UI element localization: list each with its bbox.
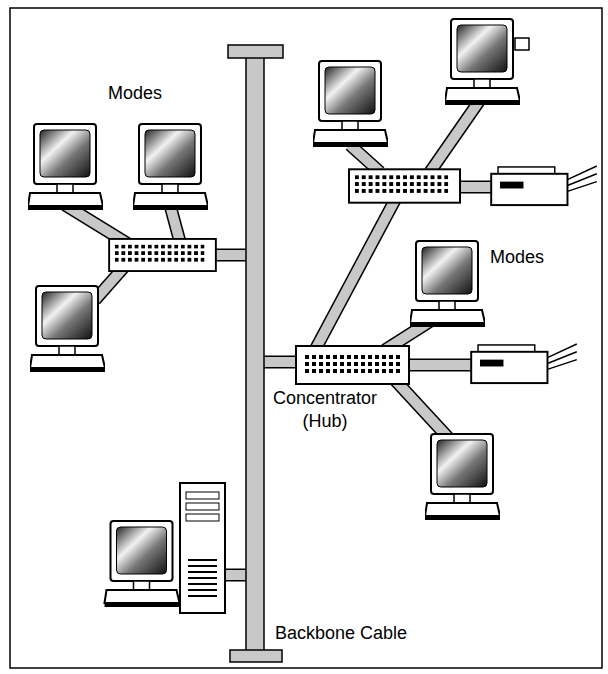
- hub-symbol: [349, 169, 460, 202]
- hub-label: Concentrator (Hub): [265, 387, 385, 434]
- printer-symbol: [471, 344, 577, 383]
- computer-symbol: [133, 124, 208, 210]
- hub-box: Concentrator (Hub): [295, 345, 410, 385]
- computer-symbol: [313, 61, 388, 147]
- hub-symbol: [109, 239, 216, 271]
- backbone-cap: [230, 650, 282, 662]
- group-label: Modes: [108, 82, 162, 105]
- computer-symbol: [28, 124, 103, 210]
- computer-symbol: [410, 241, 485, 327]
- computer-symbol: [445, 19, 520, 105]
- computer-symbol: [105, 521, 180, 607]
- computer-symbol: [30, 286, 105, 372]
- cable-label: Backbone Cable: [275, 622, 407, 645]
- frame: [10, 8, 602, 668]
- group-label: Modes: [490, 246, 544, 269]
- connector-stub: [515, 38, 529, 50]
- backbone-cap: [228, 45, 283, 58]
- printer-symbol: [491, 166, 597, 205]
- server-tower: [180, 483, 225, 613]
- hub-ports: [297, 347, 408, 383]
- computer-symbol: [425, 434, 500, 520]
- backbone-cable: [246, 55, 264, 653]
